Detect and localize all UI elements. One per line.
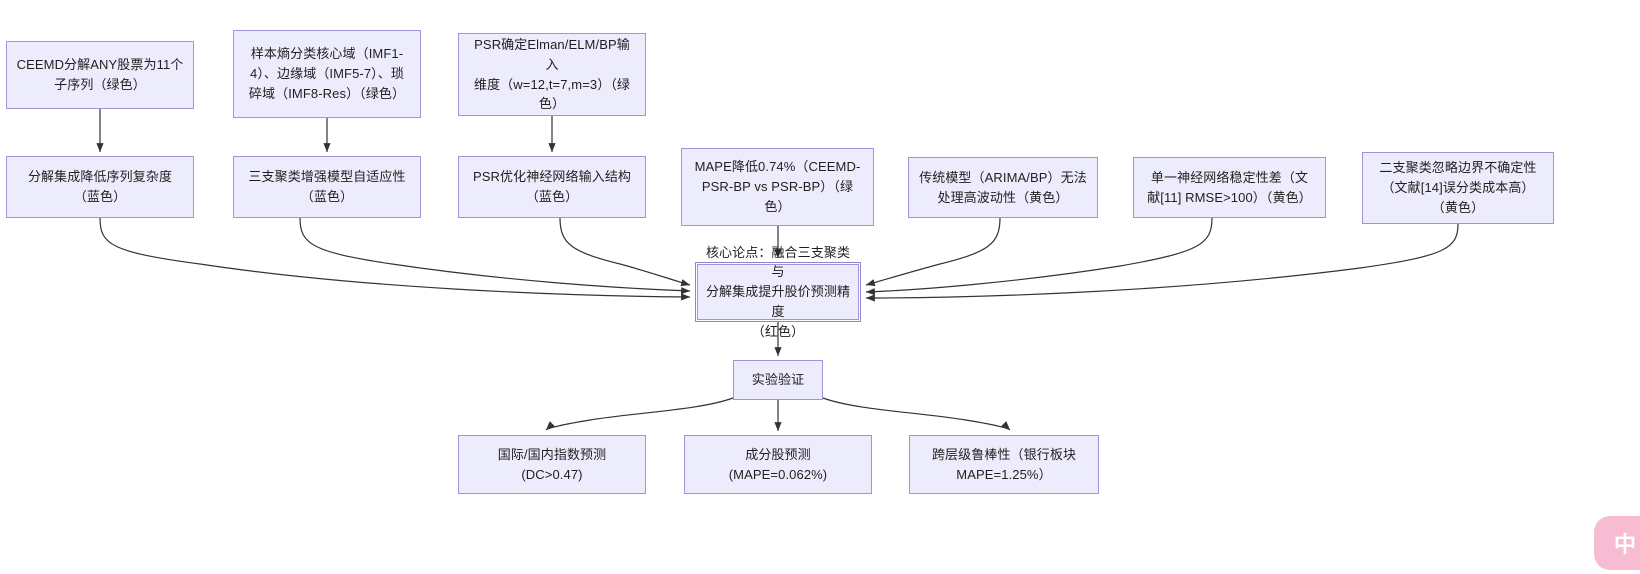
node-cross-level-robustness[interactable]: 跨层级鲁棒性（银行板块 MAPE=1.25%） xyxy=(909,435,1099,494)
node-core-claim[interactable]: 核心论点：融合三支聚类与 分解集成提升股价预测精度 （红色） xyxy=(695,245,861,339)
edge-traditional-to-core xyxy=(865,217,1001,287)
node-decomposition-complexity[interactable]: 分解集成降低序列复杂度 （蓝色） xyxy=(6,156,194,218)
watermark-text: 中 xyxy=(1613,532,1636,557)
node-sample-entropy[interactable]: 样本熵分类核心域（IMF1- 4）、边缘域（IMF5-7）、琐 碎域（IMF8-… xyxy=(233,30,421,118)
node-experiment-validation[interactable]: 实验验证 xyxy=(733,360,823,400)
node-single-network-instability[interactable]: 单一神经网络稳定性差（文 献[11] RMSE>100）（黄色） xyxy=(1133,157,1326,218)
edge-psrstruct-to-core xyxy=(559,217,691,287)
edge-singlenn-to-core xyxy=(865,217,1213,296)
edge-experiment-to-index xyxy=(545,397,734,431)
edge-twoway-to-core xyxy=(865,223,1459,302)
node-two-way-cluster-limit[interactable]: 二支聚类忽略边界不确定性 （文献[14]误分类成本高） （黄色） xyxy=(1362,152,1554,224)
node-component-stock-forecast[interactable]: 成分股预测 (MAPE=0.062%) xyxy=(684,435,872,494)
edge-decomp-to-core xyxy=(99,217,691,301)
node-psr-dimension[interactable]: PSR确定Elman/ELM/BP输入 维度（w=12,t=7,m=3）（绿 色… xyxy=(458,33,646,116)
node-mape-reduction[interactable]: MAPE降低0.74%（CEEMD- PSR-BP vs PSR-BP）（绿 色… xyxy=(681,148,874,226)
node-index-forecast[interactable]: 国际/国内指数预测 (DC>0.47) xyxy=(458,435,646,494)
watermark-logo: 中 xyxy=(1594,516,1640,570)
node-ceemd[interactable]: CEEMD分解ANY股票为11个 子序列（绿色） xyxy=(6,41,194,109)
node-psr-input-structure[interactable]: PSR优化神经网络输入结构 （蓝色） xyxy=(458,156,646,218)
edge-experiment-to-robust xyxy=(822,397,1011,431)
node-traditional-model-limit[interactable]: 传统模型（ARIMA/BP）无法 处理高波动性（黄色） xyxy=(908,157,1098,218)
node-three-way-adaptivity[interactable]: 三支聚类增强模型自适应性 （蓝色） xyxy=(233,156,421,218)
edge-threeway-to-core xyxy=(299,217,691,295)
